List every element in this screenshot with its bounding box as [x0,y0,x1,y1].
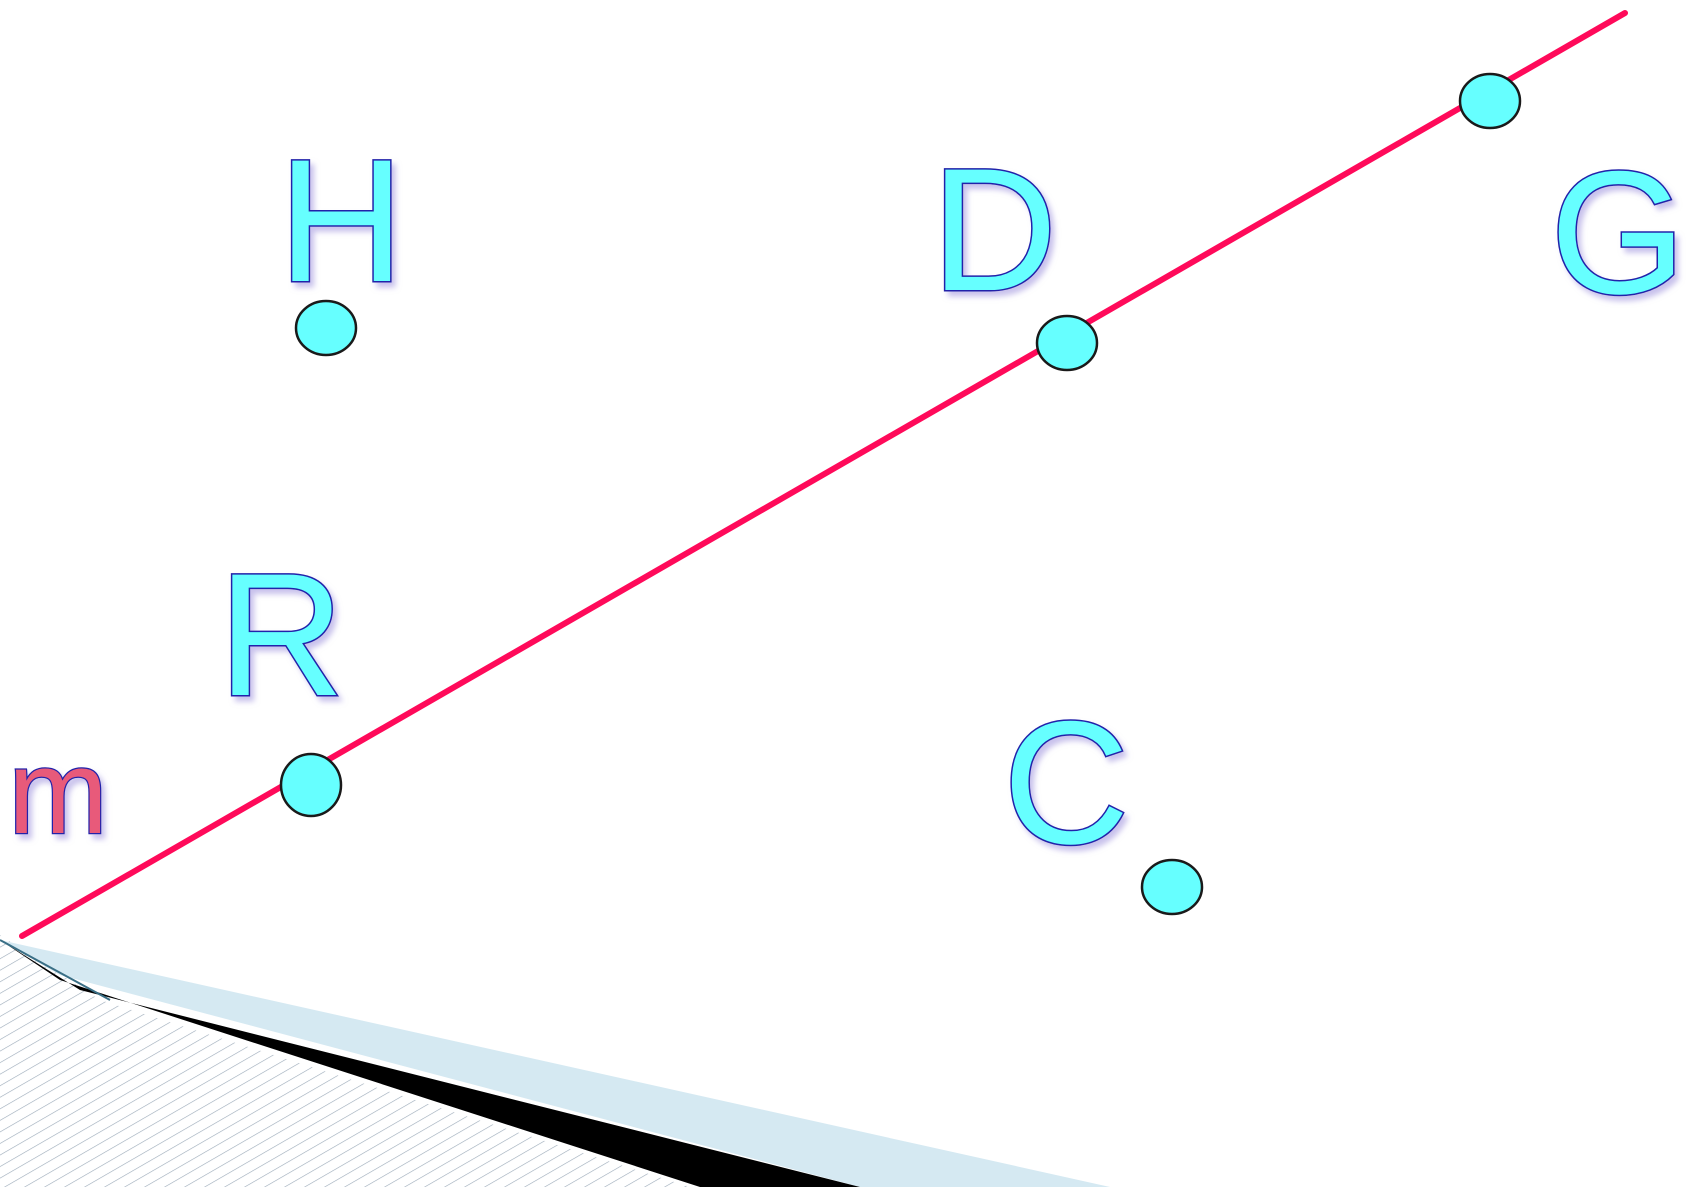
label-m: m [8,725,108,859]
light-blue-band [0,940,1110,1187]
slide-corner-decoration [0,935,1110,1187]
label-C: C [1003,686,1129,881]
line-m [19,10,1628,939]
label-R: R [218,538,344,733]
point-R [279,752,343,818]
point-H [294,299,358,357]
label-G: G [1550,136,1686,331]
label-D: D [931,133,1057,328]
point-C [1140,858,1204,916]
point-G [1458,72,1522,130]
hatched-corner [0,935,690,1187]
label-H: H [278,124,404,319]
corner-edge [0,939,111,1001]
point-D [1035,314,1099,372]
